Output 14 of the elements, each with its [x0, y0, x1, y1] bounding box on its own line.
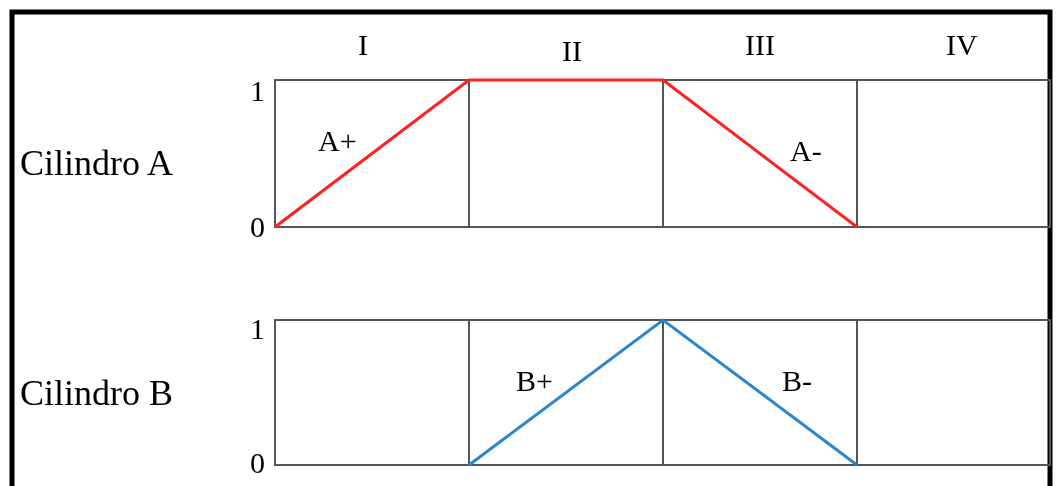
row-label: Cilindro A	[20, 145, 174, 181]
axis-tick-label: 0	[250, 448, 265, 478]
phase-label: I	[358, 30, 368, 60]
axis-tick-label: 1	[250, 76, 265, 106]
phase-label: IV	[946, 30, 978, 60]
line-label: A-	[790, 136, 822, 166]
row-label: Cilindro B	[20, 375, 174, 411]
line-label: A+	[318, 126, 357, 156]
line-label: B-	[782, 366, 812, 396]
phase-label: III	[745, 30, 775, 60]
axis-tick-label: 0	[250, 212, 265, 242]
phase-label: II	[562, 36, 582, 66]
line-label: B+	[516, 366, 553, 396]
axis-tick-label: 1	[250, 314, 265, 344]
